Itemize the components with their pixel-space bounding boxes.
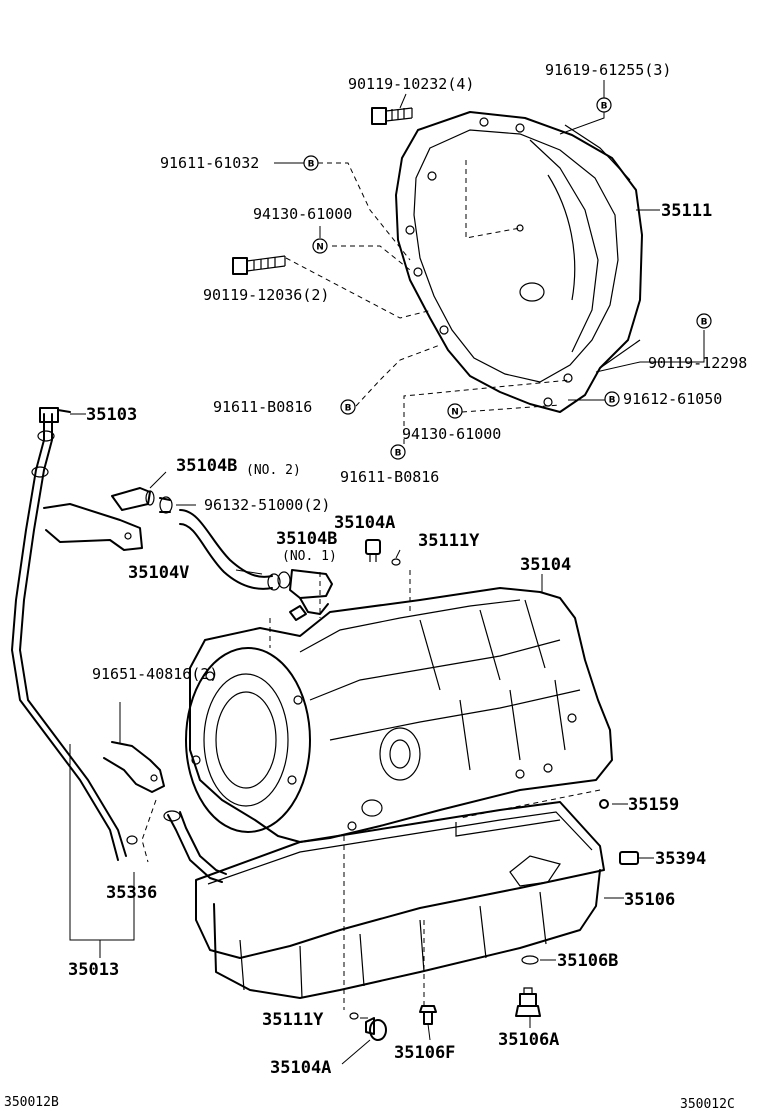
dipstick-tube-drawing (11, 407, 165, 861)
marker-b-91611-B0816-a-icon: B (340, 399, 356, 415)
label-90119-10232: 90119-10232(4) (348, 75, 474, 93)
svg-text:B: B (609, 396, 616, 406)
figure-code-right: 350012C (680, 1097, 735, 1112)
bolt-90119-10232-icon (371, 107, 413, 125)
o-ring-35111Y-bottom-icon (349, 1012, 359, 1020)
transmission-case-drawing (185, 587, 613, 843)
marker-b-91611-61032-icon: B (303, 155, 319, 171)
label-90119-12036: 90119-12036(2) (203, 286, 329, 304)
label-35106F: 35106F (394, 1043, 455, 1063)
label-94130-61000-bottom: 94130-61000 (402, 425, 501, 443)
label-35104B-no2: 35104B (176, 456, 237, 476)
label-35111: 35111 (661, 201, 712, 221)
bolt-35106F-icon (419, 1005, 437, 1025)
marker-b-91611-B0816-b-icon: B (390, 444, 406, 460)
figure-code-left: 350012B (4, 1095, 59, 1110)
label-35106A: 35106A (498, 1030, 559, 1050)
label-35106: 35106 (624, 890, 675, 910)
part-35394-icon (619, 851, 639, 865)
marker-n-94130-bottom-icon: N (447, 403, 463, 419)
label-91611-B0816-b: 91611-B0816 (340, 468, 439, 486)
svg-text:B: B (345, 404, 352, 414)
plug-35159-icon (599, 799, 609, 809)
label-90119-12298: 90119-12298 (648, 354, 747, 372)
o-ring-35111Y-top-icon (391, 558, 401, 566)
marker-n-94130-top-icon: N (312, 238, 328, 254)
svg-text:N: N (316, 243, 324, 253)
bell-housing-drawing (395, 111, 643, 413)
label-96132-51000: 96132-51000(2) (204, 496, 330, 514)
label-35394: 35394 (655, 849, 706, 869)
label-35111Y-top: 35111Y (418, 531, 480, 551)
label-35111Y-bottom: 35111Y (262, 1010, 324, 1030)
label-91611-B0816-a: 91611-B0816 (213, 398, 312, 416)
label-35104A-bottom: 35104A (270, 1058, 331, 1078)
label-35104A-top: 35104A (334, 513, 395, 533)
label-35104: 35104 (520, 555, 571, 575)
label-35013: 35013 (68, 960, 119, 980)
plug-35104A-bottom-icon (365, 1017, 387, 1041)
svg-text:B: B (308, 160, 315, 170)
drain-plug-35106A-icon (515, 987, 541, 1017)
gasket-35106B-icon (521, 955, 539, 965)
svg-text:B: B (701, 318, 708, 328)
marker-b-90119-12298-icon: B (696, 313, 712, 329)
svg-text:B: B (601, 102, 608, 112)
oil-cooler-hose-drawing (111, 487, 333, 883)
plug-35104A-top-icon (365, 539, 381, 562)
label-35103: 35103 (86, 405, 137, 425)
bolt-90119-12036-icon (232, 255, 286, 275)
leader-lines (69, 80, 705, 1065)
oil-pan-drawing (195, 801, 605, 999)
svg-text:B: B (395, 449, 402, 459)
label-91651-40816: 91651-40816(2) (92, 665, 218, 683)
marker-b-91619-icon: B (596, 97, 612, 113)
svg-text:N: N (451, 408, 459, 418)
label-no2: (NO. 2) (246, 463, 301, 478)
label-91612-61050: 91612-61050 (623, 390, 722, 408)
marker-b-91612-icon: B (604, 391, 620, 407)
label-35159: 35159 (628, 795, 679, 815)
label-94130-61000-top: 94130-61000 (253, 205, 352, 223)
label-35106B: 35106B (557, 951, 618, 971)
label-no1: (NO. 1) (282, 549, 337, 564)
label-35104B-no1: 35104B (276, 529, 337, 549)
label-35336: 35336 (106, 883, 157, 903)
label-91619-61255: 91619-61255(3) (545, 61, 671, 79)
label-35104V: 35104V (128, 563, 189, 583)
label-91611-61032: 91611-61032 (160, 154, 259, 172)
